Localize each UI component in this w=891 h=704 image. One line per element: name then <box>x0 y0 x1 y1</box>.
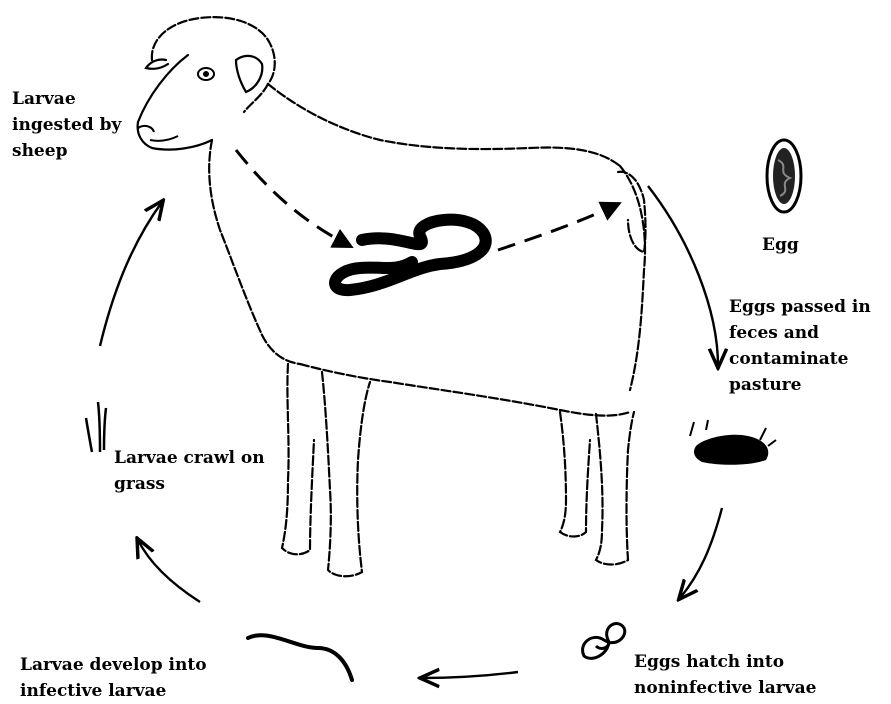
grass-with-larvae <box>86 402 106 452</box>
arrow-crawl-to-ingested <box>100 202 162 346</box>
migration-arrow-in <box>236 150 350 246</box>
sheep-belly <box>300 364 630 416</box>
sheep-front-leg-left <box>282 364 314 554</box>
label-larvae-ingested: Larvae ingested by sheep <box>12 86 121 164</box>
arrow-develop-to-crawl <box>138 540 200 602</box>
internal-migration-path <box>236 150 618 250</box>
sheep-front-leg-right <box>322 372 370 576</box>
sheep-left-ear <box>146 59 168 68</box>
sheep-rump <box>620 166 645 390</box>
arrow-feces-to-hatch <box>680 508 722 598</box>
sheep-mouth <box>150 136 178 141</box>
arrow-egg-to-feces <box>648 186 718 366</box>
adult-worm <box>335 220 486 290</box>
sheep-hind-leg-right <box>596 412 634 565</box>
sheep-right-ear <box>236 56 262 92</box>
label-eggs-passed: Eggs passed in feces and contaminate pas… <box>729 294 871 398</box>
hatching-larva <box>583 624 625 659</box>
sheep-head-outline <box>152 17 275 112</box>
egg-drawing <box>767 140 801 212</box>
feces-on-pasture <box>690 420 776 465</box>
migration-arrow-out <box>498 204 618 250</box>
label-egg: Egg <box>762 232 799 258</box>
infective-larva <box>248 635 352 680</box>
sheep-hind-leg-left <box>560 412 590 537</box>
sheep-back <box>268 84 620 166</box>
label-larvae-develop: Larvae develop into infective larvae <box>20 652 207 704</box>
sheep-face-details <box>138 68 214 141</box>
label-eggs-hatch: Eggs hatch into noninfective larvae <box>634 649 816 701</box>
sheep-nose <box>138 126 154 132</box>
label-larvae-crawl: Larvae crawl on grass <box>114 445 265 497</box>
arrow-hatch-to-develop <box>422 672 518 678</box>
